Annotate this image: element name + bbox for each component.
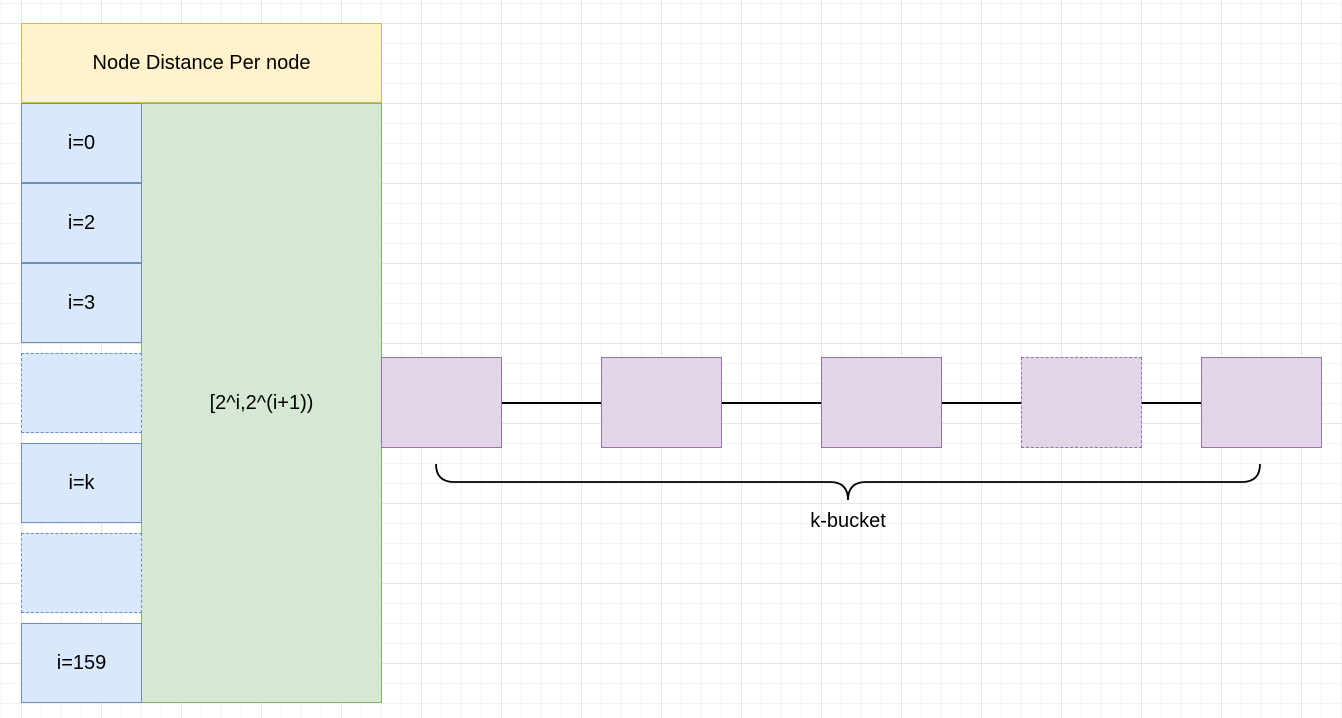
k-bucket-label: k-bucket: [810, 510, 886, 532]
bucket-link-line: [941, 402, 1021, 404]
bucket-link-line: [721, 402, 821, 404]
bucket-index-placeholder: [21, 533, 142, 613]
bucket-node: [381, 357, 502, 448]
bucket-index-label: i=159: [56, 651, 107, 674]
distance-range-box: [2^i,2^(i+1)): [141, 103, 382, 703]
bucket-node: [1201, 357, 1322, 448]
bucket-index-label: i=k: [68, 471, 95, 494]
bucket-node-placeholder: [1021, 357, 1142, 448]
bucket-index-row: i=3: [21, 263, 142, 343]
bucket-index-row: i=k: [21, 443, 142, 523]
bucket-node: [821, 357, 942, 448]
bucket-index-placeholder: [21, 353, 142, 433]
k-bucket-brace: [435, 463, 1261, 501]
brace-path: [435, 463, 1261, 501]
bucket-link-line: [501, 402, 601, 404]
bucket-index-row: i=2: [21, 183, 142, 263]
bucket-index-label: i=3: [67, 291, 96, 314]
bucket-index-row: i=0: [21, 103, 142, 183]
node-distance-header: Node Distance Per node: [21, 23, 382, 103]
distance-range-label: [2^i,2^(i+1)): [209, 391, 314, 414]
bucket-link-line: [1141, 402, 1201, 404]
bucket-node: [601, 357, 722, 448]
header-title: Node Distance Per node: [92, 51, 311, 74]
bucket-index-row: i=159: [21, 623, 142, 703]
bucket-index-label: i=2: [67, 211, 96, 234]
bucket-index-label: i=0: [67, 131, 96, 154]
